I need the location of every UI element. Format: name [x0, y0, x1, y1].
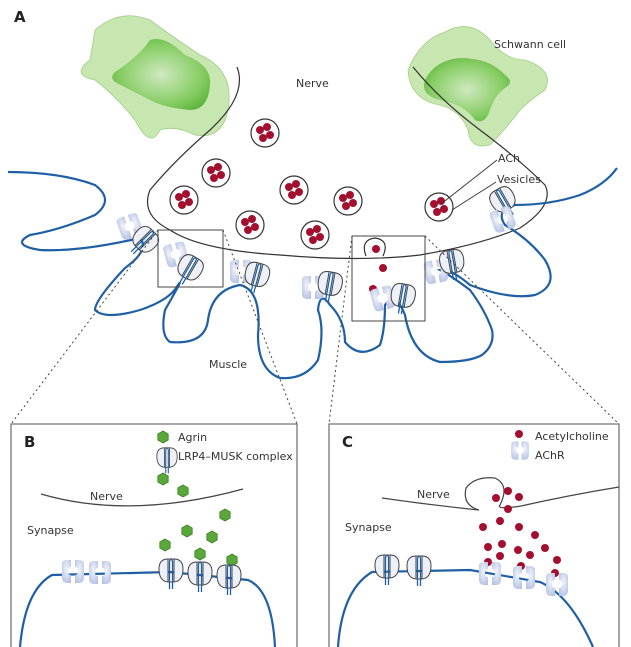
panel-b-frame — [10, 423, 298, 647]
nerve-line-c — [381, 477, 620, 511]
label-synapse-b: Synapse — [27, 524, 74, 537]
lrp4-musk-icon — [158, 558, 184, 590]
leader-ach — [440, 159, 498, 205]
vesicle — [279, 175, 309, 205]
achr-icon — [513, 566, 535, 589]
muscle-membrane-b — [18, 570, 277, 647]
label-schwann-cell: Schwann cell — [494, 38, 566, 51]
legend-achr: AChR — [535, 449, 565, 462]
vesicle — [300, 220, 330, 250]
agrin-icon — [226, 553, 238, 567]
agrin-icon — [177, 484, 189, 498]
projection-lines — [10, 229, 620, 425]
label-nerve-c: Nerve — [417, 488, 450, 501]
vesicle — [169, 185, 199, 215]
muscle-membrane — [7, 167, 618, 380]
fusing-vesicle — [363, 237, 387, 293]
nerve-line-b — [40, 488, 244, 507]
label-nerve-b: Nerve — [90, 490, 123, 503]
label-synapse-c: Synapse — [345, 521, 392, 534]
panel-a-letter: A — [14, 8, 26, 26]
label-ach: ACh — [498, 152, 520, 165]
agrin-icon — [219, 508, 231, 522]
vesicle — [201, 158, 231, 188]
lrp4-musk-icon — [216, 564, 242, 596]
muscle-membrane-c — [336, 568, 595, 647]
zoom-box-c — [351, 235, 426, 322]
legend-agrin: Agrin — [178, 431, 207, 444]
legend-acetylcholine: Acetylcholine — [535, 430, 609, 443]
leader-vesicles — [451, 181, 497, 211]
acetylcholine-legend-icon — [515, 430, 523, 438]
vesicle — [424, 192, 454, 222]
achr-icon — [89, 561, 111, 584]
vesicle — [250, 118, 280, 148]
label-muscle: Muscle — [209, 358, 247, 371]
nerve-terminal-outline — [146, 66, 548, 260]
label-vesicles: Vesicles — [497, 173, 541, 186]
panel-c-frame — [328, 423, 620, 647]
vesicle — [235, 210, 265, 240]
lrp4-musk-legend-icon — [156, 447, 178, 474]
agrin-legend-icon — [157, 430, 169, 444]
zoom-box-b — [157, 229, 224, 288]
agrin-icon — [157, 472, 169, 486]
vesicle — [333, 186, 363, 216]
achr-legend-icon — [511, 441, 529, 460]
agrin-icon — [181, 524, 193, 538]
achr-icon — [62, 560, 84, 583]
agrin-icon — [206, 530, 218, 544]
lrp4-musk-icon — [374, 554, 400, 586]
panel-b-letter: B — [24, 433, 35, 451]
panel-c-letter: C — [342, 433, 353, 451]
schwann-cell-right — [407, 26, 548, 147]
label-nerve-a: Nerve — [296, 77, 329, 90]
lrp4-musk-icon — [169, 250, 208, 291]
legend-lrp4-musk: LRP4–MUSK complex — [178, 450, 293, 463]
agrin-molecules — [157, 472, 238, 567]
schwann-cell-left — [80, 15, 230, 139]
agrin-icon — [194, 547, 206, 561]
lrp4-musk-icon — [387, 281, 418, 317]
agrin-icon — [159, 538, 171, 552]
lrp4-musk-icon — [187, 561, 213, 593]
